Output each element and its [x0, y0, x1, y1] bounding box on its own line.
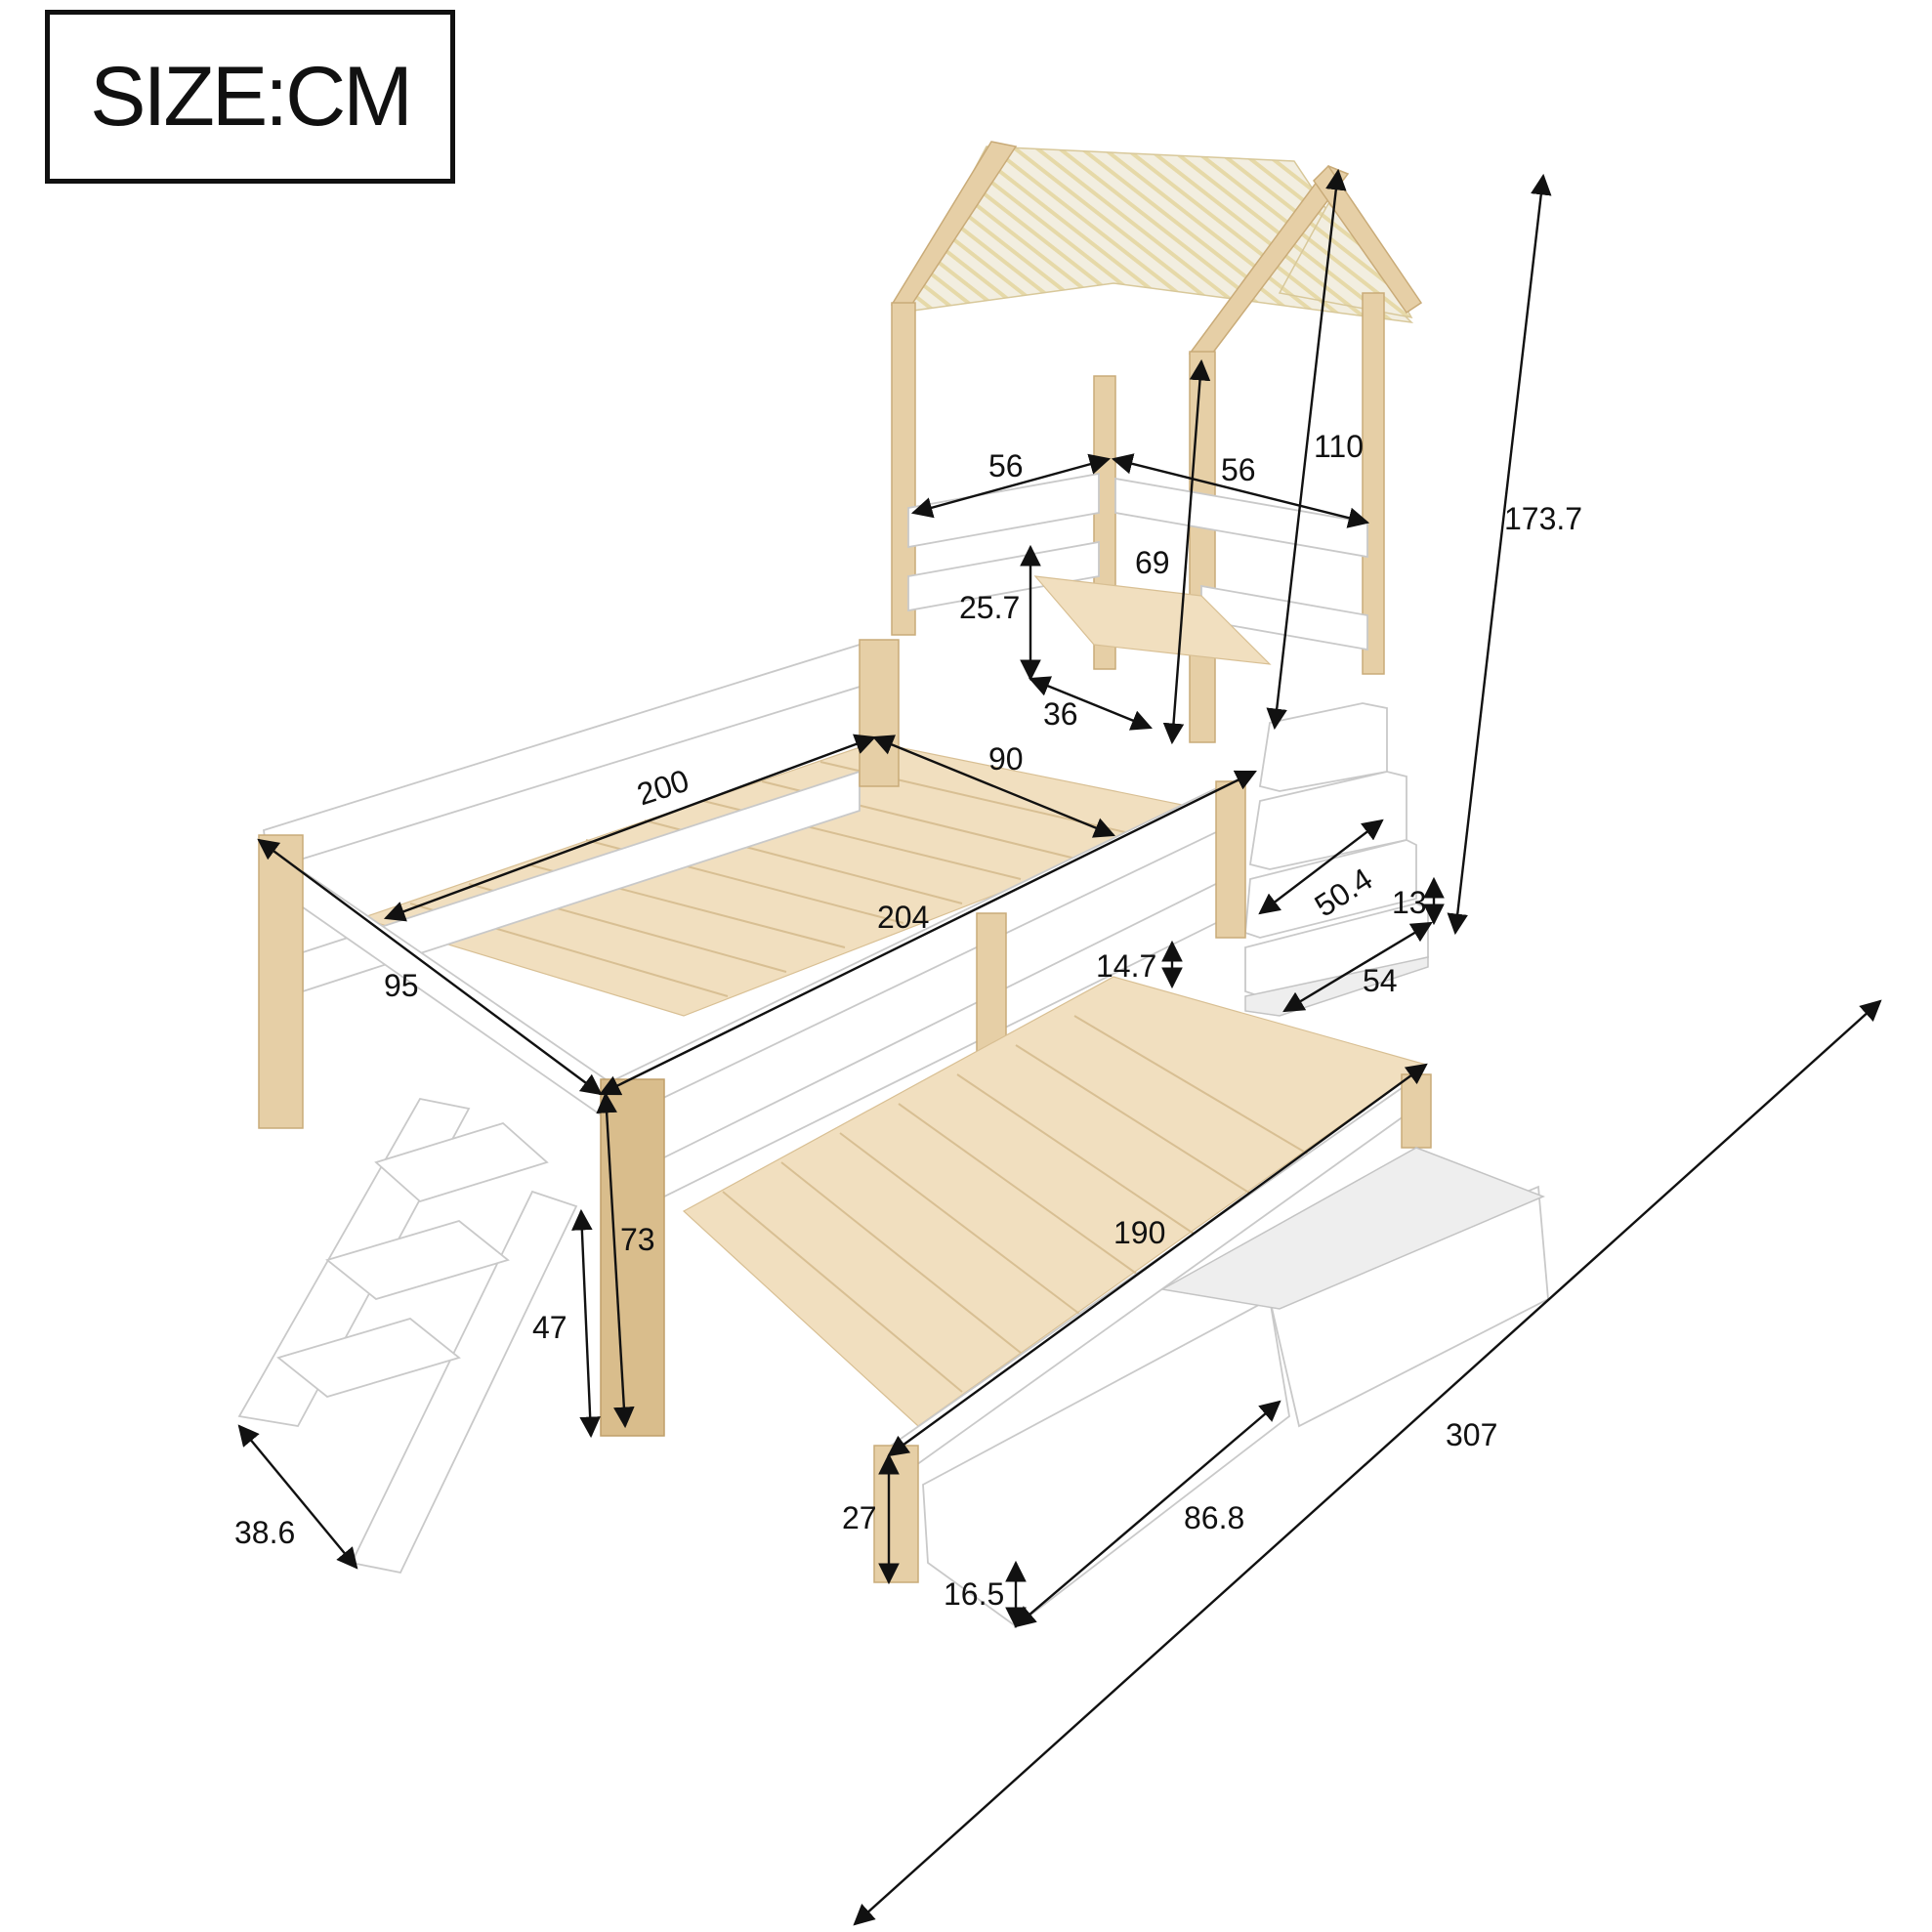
label-house-height: 110 [1314, 429, 1364, 464]
label-drawer-length: 86.8 [1184, 1500, 1244, 1535]
label-bed-outer-width: 95 [384, 968, 419, 1003]
label-total-height: 173.7 [1504, 501, 1582, 536]
label-ladder-width: 38.6 [234, 1515, 295, 1550]
label-stair-unit-depth: 54 [1363, 963, 1398, 998]
dimline-roof-width-left [910, 453, 1112, 519]
label-upper-bed-height: 73 [620, 1222, 655, 1257]
label-total-length: 307 [1446, 1417, 1497, 1452]
dimline-drawer-step-width [1258, 819, 1384, 915]
upper-bed-post-front-left [600, 1078, 665, 1437]
ladder-right-rail [350, 1190, 578, 1575]
dimline-bed-outer-length [599, 770, 1257, 1096]
ladder-step-2 [374, 1121, 549, 1203]
house-post-front-right [1189, 351, 1216, 743]
label-bed-inner-length: 200 [633, 763, 693, 813]
label-roof-width-right: 56 [1221, 452, 1256, 487]
ladder-step-1 [325, 1220, 510, 1300]
upper-bed-post-back-left [258, 834, 304, 1129]
label-roof-width-left: 56 [988, 448, 1024, 483]
ladder-step-3 [276, 1318, 461, 1398]
label-guard-rail-height: 14.7 [1096, 948, 1156, 984]
unit-label: SIZE:CM [90, 49, 413, 144]
lower-bed [682, 976, 1549, 1628]
label-lower-bed-leg-height: 27 [842, 1500, 877, 1535]
unit-label-box: SIZE:CM [45, 10, 455, 184]
dimline-upper-bed-height [596, 1091, 635, 1429]
dimension-lines [237, 168, 1882, 1926]
dimline-stair-unit-depth [1282, 921, 1433, 1013]
dimline-platform-depth [1028, 676, 1154, 731]
label-drawer-step-height: 13 [1392, 885, 1427, 920]
dimline-ladder-height [571, 1208, 601, 1439]
label-drawer-height: 16.5 [944, 1576, 1004, 1612]
upper-bed-post-back-right [859, 639, 900, 787]
label-upper-rail-height: 25.7 [959, 590, 1020, 625]
dimline-ladder-width [237, 1424, 358, 1570]
label-bed-outer-length: 204 [877, 900, 929, 935]
upper-bed-post-front-right [1215, 780, 1246, 939]
dimline-total-length [853, 999, 1882, 1926]
lower-bed-post-front [873, 1445, 919, 1583]
dimline-house-height [1266, 168, 1347, 731]
upper-rail-1 [907, 472, 1100, 549]
stair-drawer-unit [1244, 702, 1429, 1017]
house-roof-group [890, 141, 1423, 362]
dimension-labels: 56 56 110 173.7 69 25.7 36 90 200 204 95… [234, 429, 1582, 1612]
dimline-total-height [1447, 173, 1552, 936]
dimline-bed-outer-width [257, 838, 603, 1096]
label-lower-bed-length: 190 [1113, 1215, 1165, 1250]
label-ladder-height: 47 [532, 1310, 567, 1345]
ladder [237, 1097, 578, 1575]
label-house-post-height: 69 [1135, 545, 1170, 580]
label-bed-inner-width: 90 [988, 741, 1024, 777]
label-platform-depth: 36 [1043, 696, 1078, 732]
dimline-house-post-height [1162, 358, 1211, 745]
lower-bed-post-back [1401, 1073, 1432, 1149]
